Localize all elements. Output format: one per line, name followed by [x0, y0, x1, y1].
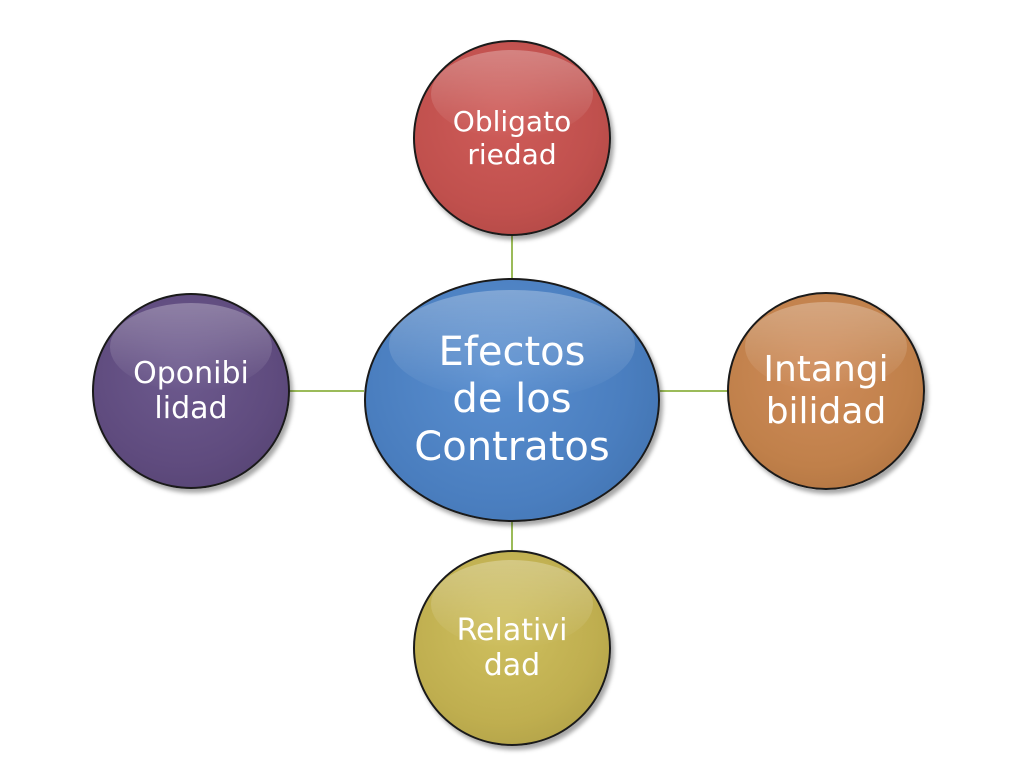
node-intangibilidad: Intangi bilidad	[727, 292, 925, 490]
node-label: Intangi bilidad	[763, 348, 889, 432]
node-oponibilidad: Oponibi lidad	[92, 293, 290, 489]
node-label: Obligato riedad	[452, 104, 572, 171]
center-node: Efectos de los Contratos	[364, 278, 660, 522]
node-label: Oponibi lidad	[133, 355, 249, 426]
node-label: Relativi dad	[456, 612, 568, 683]
center-label: Efectos de los Contratos	[414, 329, 610, 470]
node-obligatoriedad: Obligato riedad	[413, 40, 611, 236]
node-relatividad: Relativi dad	[413, 550, 611, 746]
